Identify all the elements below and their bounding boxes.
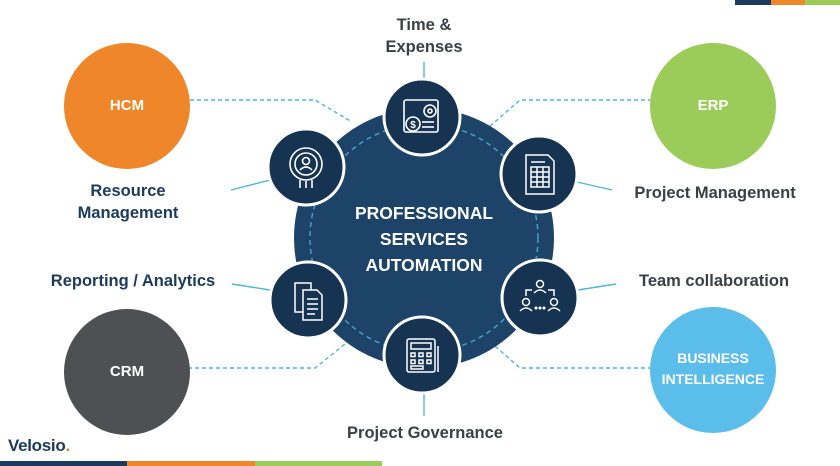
- node-governance: [382, 315, 462, 395]
- module-hcm-label: HCM: [109, 97, 145, 114]
- node-resource: [266, 127, 346, 207]
- gear-dollar-icon: $: [403, 99, 439, 133]
- module-erp-label: ERP: [697, 97, 729, 114]
- accent-bar-green-bottom: [255, 461, 382, 466]
- connector-bi: [487, 339, 652, 369]
- label-governance: Project Governance: [347, 424, 503, 442]
- calculator-icon: [406, 338, 439, 373]
- accent-bar-navy-top: [735, 0, 771, 5]
- label-project-mgmt: Project Management: [634, 184, 796, 202]
- center-title-line-2: SERVICES: [379, 229, 469, 249]
- team-hierarchy-icon: [519, 279, 561, 312]
- hub-circle: [294, 108, 554, 368]
- accent-bar-navy-bottom: [0, 461, 127, 466]
- module-erp-circle: [650, 43, 776, 169]
- label-time: Time & Expenses: [385, 16, 463, 56]
- node-time: $: [382, 77, 462, 157]
- connector-hcm: [190, 99, 353, 123]
- resource-badge-icon: [289, 147, 323, 188]
- module-crm-circle: [64, 309, 190, 435]
- hub-dashed-ring: [309, 123, 539, 353]
- accent-bar-orange-top: [771, 0, 805, 5]
- connector-resource: [230, 179, 271, 191]
- node-project-mgmt: [499, 134, 579, 214]
- document-table-icon: [525, 154, 555, 195]
- center-title-line-1: PROFESSIONAL: [354, 203, 494, 223]
- module-bi-label: BUSINESS INTELLIGENCE: [661, 350, 765, 387]
- module-crm-label: CRM: [109, 363, 145, 380]
- connector-team: [577, 283, 617, 291]
- center-title-line-3: AUTOMATION: [365, 255, 483, 275]
- label-resource: Resource Management: [77, 182, 179, 222]
- svg-text:$: $: [410, 120, 416, 131]
- documents-icon: [294, 282, 323, 321]
- node-team: [500, 258, 580, 338]
- connector-crm: [188, 339, 351, 369]
- center-title: PROFESSIONAL SERVICES AUTOMATION: [334, 200, 514, 278]
- accent-bar-orange-bottom: [127, 461, 255, 466]
- accent-bar-green-top: [805, 0, 840, 5]
- label-team: Team collaboration: [638, 272, 790, 290]
- brand-logo: Velosio.: [8, 436, 70, 456]
- module-bi-circle: [650, 307, 776, 433]
- connector-erp: [487, 99, 652, 129]
- connector-project-mgmt: [576, 181, 613, 191]
- node-reporting: [268, 260, 348, 340]
- connector-reporting: [231, 283, 271, 291]
- label-reporting: Reporting / Analytics: [50, 272, 216, 290]
- module-hcm-circle: [64, 43, 190, 169]
- brand-mark: .: [65, 436, 70, 455]
- brand-name: Velosio: [8, 436, 66, 455]
